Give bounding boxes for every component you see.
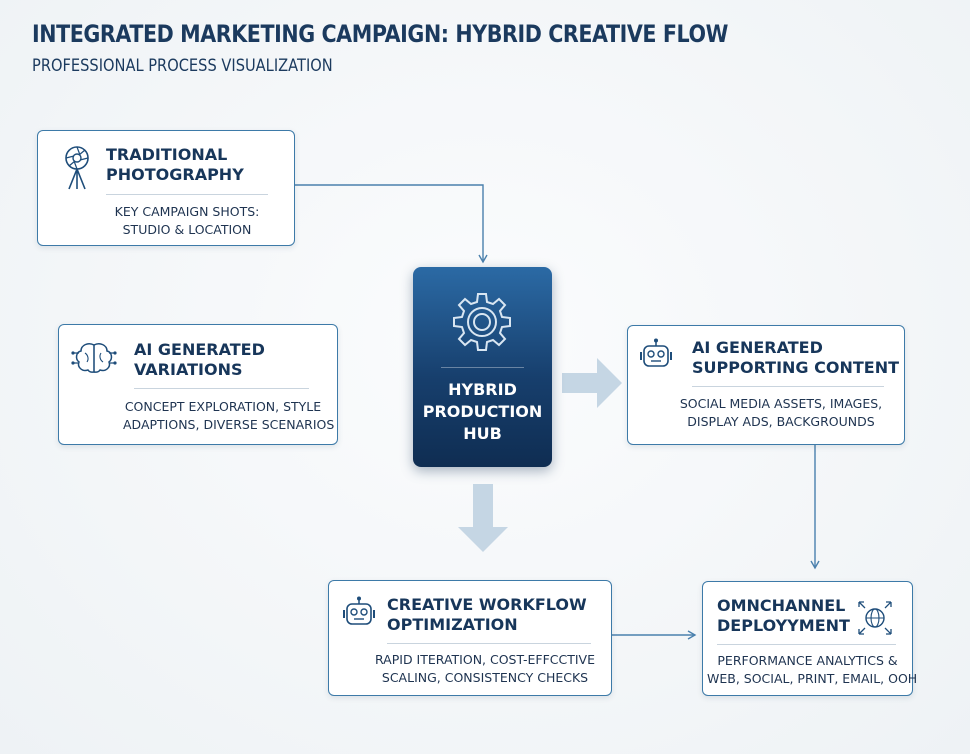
robot-icon	[640, 338, 672, 367]
node-creative-workflow-optimization: CREATIVE WORKFLOW OPTIMIZATION RAPID ITE…	[328, 580, 612, 696]
node-title-line1: AI GENERATED	[134, 340, 265, 359]
arrow-hub-to-supporting	[562, 358, 622, 408]
gear-icon	[453, 293, 511, 351]
node-body-line2: SCALING, CONSISTENCY CHECKS	[381, 670, 589, 685]
node-title-line1: AI GENERATED	[692, 338, 823, 357]
hub-label-line3: HUB	[463, 424, 502, 443]
divider	[717, 644, 896, 645]
node-body-line2: STUDIO & LOCATION	[122, 222, 252, 237]
node-title-line1: TRADITIONAL	[106, 145, 228, 164]
hub-divider	[441, 367, 524, 368]
divider	[134, 388, 309, 389]
divider	[692, 386, 884, 387]
node-body-line2: ADAPTIONS, DIVERSE SCENARIOS	[123, 417, 335, 432]
node-title-line2: SUPPORTING CONTENT	[692, 358, 900, 377]
node-title-line2: DEPLOYYMENT	[717, 616, 850, 635]
page-subtitle: PROFESSIONAL PROCESS VISUALIZATION	[32, 56, 333, 76]
node-traditional-photography: TRADITIONAL PHOTOGRAPHY KEY CAMPAIGN SHO…	[37, 130, 295, 246]
node-body-line1: CONCEPT EXPLORATION, STYLE	[124, 399, 322, 414]
camera-aperture-icon	[65, 146, 89, 190]
node-body-line2: DISPLAY ADS, BACKGROUNDS	[687, 414, 875, 429]
hub-label-line2: PRODUCTION	[422, 402, 543, 421]
node-hybrid-production-hub: HYBRID PRODUCTION HUB	[413, 267, 552, 467]
node-body-line2: WEB, SOCIAL, PRINT, EMAIL, OOH	[707, 671, 918, 686]
node-title-line2: OPTIMIZATION	[387, 615, 518, 634]
robot-icon	[343, 596, 375, 625]
node-title-line1: OMNCHANNEL	[717, 596, 846, 615]
hub-label-line1: HYBRID	[448, 380, 517, 399]
arrow-hub-to-workflow	[458, 484, 508, 552]
brain-circuit-icon	[71, 343, 117, 373]
node-title-line1: CREATIVE WORKFLOW	[387, 595, 587, 614]
node-ai-supporting-content: AI GENERATED SUPPORTING CONTENT SOCIAL M…	[627, 325, 905, 445]
divider	[387, 643, 591, 644]
globe-network-icon	[858, 601, 892, 635]
connector-photography-to-hub	[295, 184, 488, 264]
node-body-line1: RAPID ITERATION, COST-EFFCCTIVE	[375, 652, 595, 667]
node-body-line1: PERFORMANCE ANALYTICS &	[717, 653, 898, 668]
divider	[106, 194, 268, 195]
page-title: INTEGRATED MARKETING CAMPAIGN: HYBRID CR…	[32, 20, 728, 48]
node-omnichannel-deployment: OMNCHANNEL DEPLOYYMENT PERFORMANCE ANALY…	[702, 581, 918, 696]
node-title-line2: PHOTOGRAPHY	[106, 165, 244, 184]
node-title-line2: VARIATIONS	[134, 360, 243, 379]
node-body-line1: KEY CAMPAIGN SHOTS:	[114, 204, 260, 219]
node-ai-generated-variations: AI GENERATED VARIATIONS CONCEPT EXPLORAT…	[58, 324, 338, 445]
node-body-line1: SOCIAL MEDIA ASSETS, IMAGES,	[679, 396, 883, 411]
